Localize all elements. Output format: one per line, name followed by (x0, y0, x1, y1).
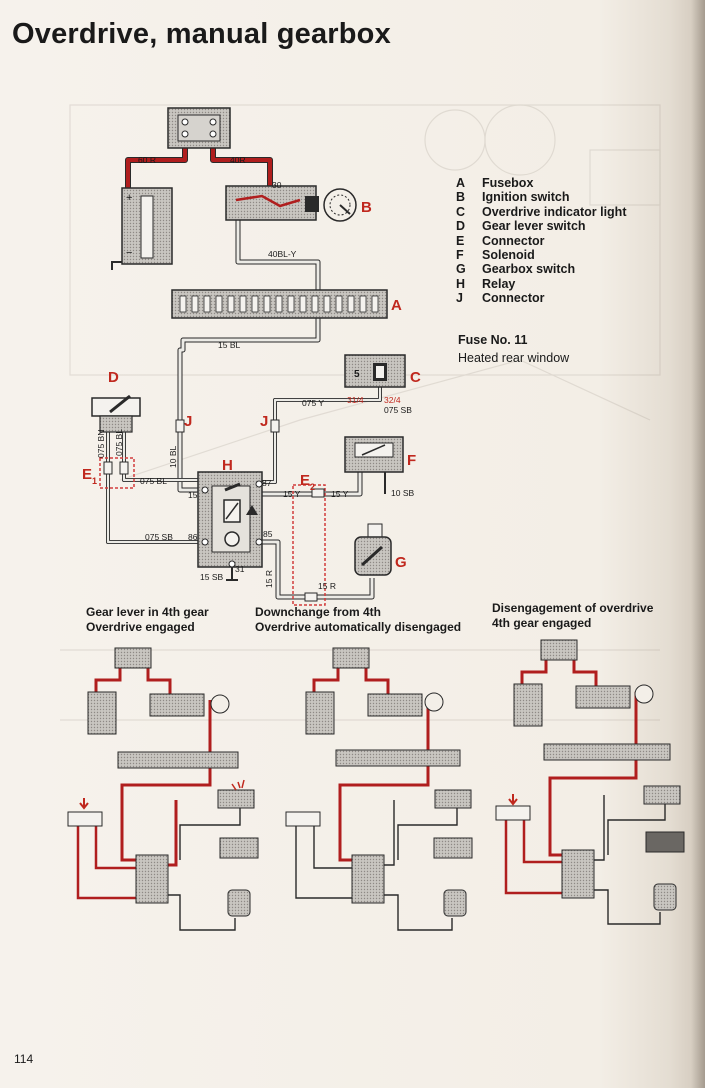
wire-label: 075 BL (140, 476, 167, 486)
label-e1-sub: 1 (92, 476, 97, 486)
wire-label: 31/4 (347, 395, 364, 405)
label-c: C (410, 369, 421, 386)
wire-label: 85 (263, 529, 273, 539)
wire-label: 15 Y (331, 489, 349, 499)
indicator-light-c (344, 354, 406, 388)
connector-e2-outline (292, 484, 326, 606)
wire-label: 15 (188, 490, 198, 500)
battery-plus: + (126, 192, 132, 204)
wire-label: 10 SB (391, 488, 414, 498)
connector-j-pin (270, 419, 280, 433)
wire-label: 075 SB (145, 532, 173, 542)
caption-left: Gear lever in 4th gear Overdrive engaged (86, 605, 209, 634)
battery-minus: − (126, 247, 132, 259)
label-g: G (395, 554, 407, 571)
mini-diagram-left (67, 647, 259, 931)
main-battery (111, 187, 173, 270)
label-d: D (108, 369, 119, 386)
label-e1: E (82, 466, 92, 483)
mini-diagram-right (495, 639, 685, 925)
page-number: 114 (14, 1052, 34, 1066)
wire-label: 15 BL (218, 340, 240, 350)
wire-label: 40R (230, 155, 246, 165)
caption-right: Disengagement of overdrive 4th gear enga… (492, 601, 654, 630)
fuse-title: Fuse No. 11 (458, 333, 528, 347)
ignition-switch-b (225, 185, 357, 222)
fusebox-a (171, 289, 388, 319)
label-j-left: J (184, 413, 192, 430)
wire-label: 60 R (138, 155, 156, 165)
connector-e2-pin (304, 592, 318, 602)
fuse-text: Heated rear window (458, 351, 570, 365)
wire-label: 10 BL (168, 446, 178, 468)
relay-h (197, 471, 263, 581)
wire-label: 15 R (264, 570, 274, 588)
indicator-number: 5 (354, 369, 360, 380)
solenoid-f (344, 436, 404, 473)
label-a: A (391, 297, 402, 314)
wire-label: 075 BN (96, 430, 106, 458)
wire-label: 075 SB (384, 405, 412, 415)
caption-middle: Downchange from 4th Overdrive automatica… (255, 605, 462, 634)
label-e2: E (300, 472, 310, 489)
wire-label: 30 (272, 180, 282, 190)
wire-label: 15 Y (283, 489, 301, 499)
wire-label: 87 (262, 478, 272, 488)
connector-e1-outline (99, 457, 135, 489)
connector-e2-pin (311, 488, 325, 498)
label-j-right: J (260, 413, 268, 430)
label-h: H (222, 457, 233, 474)
wire-label: 32/4 (384, 395, 401, 405)
page-edge-shadow (691, 0, 705, 1088)
wire-label: 86 (188, 532, 198, 542)
label-f: F (407, 452, 416, 469)
wire-label: 075 Y (302, 398, 324, 408)
gear-lever-switch-d (91, 394, 141, 433)
main-fusebox-top (167, 107, 231, 149)
label-e2-sub: 2 (310, 482, 315, 492)
gearbox-switch-g (354, 523, 392, 576)
label-b: B (361, 199, 372, 216)
wire-label: 15 R (318, 581, 336, 591)
wire-label: 075 BL (114, 429, 124, 456)
connector-e1-pin (103, 461, 113, 475)
wire-label: 40BL-Y (268, 249, 297, 259)
wire-label: 31 (235, 564, 245, 574)
page-title: Overdrive, manual gearbox (12, 18, 391, 50)
connector-e1-pin (119, 461, 129, 475)
wire-label: 15 SB (200, 572, 223, 582)
mini-diagram-middle (285, 647, 473, 931)
connector-j-pin (175, 419, 185, 433)
